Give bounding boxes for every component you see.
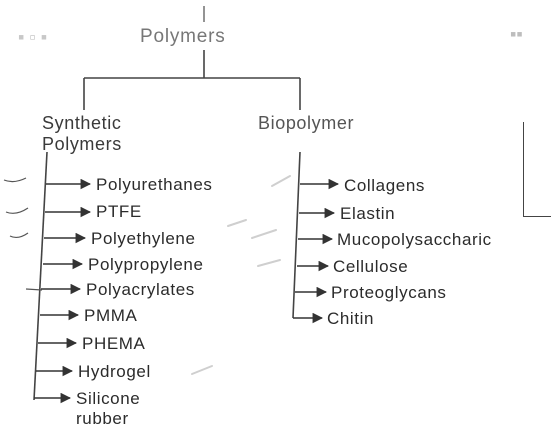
- synthetic-item-hydrogel: Hydrogel: [78, 362, 151, 381]
- faded-top-right-fragment: ▪▪: [510, 24, 523, 44]
- bio-spine: [292, 151, 301, 319]
- synthetic-item-rubber: rubber: [76, 409, 129, 428]
- bio-heading: Biopolymer: [258, 113, 355, 133]
- bio-item-cellulose: Cellulose: [333, 257, 409, 276]
- synthetic-item-pmma: PMMA: [84, 306, 138, 325]
- bio-item-mucopolysaccharic: Mucopolysaccharic: [337, 230, 492, 249]
- synthetic-heading-line1: Synthetic: [42, 113, 122, 133]
- margin-ticks: [3, 177, 43, 291]
- synthetic-item-phema: PHEMA: [82, 334, 146, 353]
- bio-item-collagens: Collagens: [344, 176, 426, 195]
- faded-top-left-fragment: ▪ ▫ ▪: [18, 27, 48, 47]
- diagram-title: Polymers: [140, 26, 226, 47]
- right-partial-frame: [523, 122, 551, 217]
- bio-item-proteoglycans: Proteoglycans: [331, 283, 447, 302]
- synthetic-spine: [33, 151, 48, 401]
- synthetic-arrows: [34, 178, 92, 404]
- synthetic-item-polyurethanes: Polyurethanes: [96, 175, 213, 194]
- bio-item-elastin: Elastin: [340, 204, 396, 223]
- synthetic-item-polypropylene: Polypropylene: [88, 255, 204, 274]
- synthetic-item-ptfe: PTFE: [96, 202, 142, 221]
- synthetic-item-silicone: Silicone: [76, 389, 141, 408]
- synthetic-item-polyacrylates: Polyacrylates: [86, 280, 195, 299]
- pencil-dashes: [191, 175, 291, 375]
- bio-arrows: [293, 178, 340, 324]
- synthetic-item-polyethylene: Polyethylene: [91, 229, 196, 248]
- bio-item-chitin: Chitin: [327, 309, 375, 328]
- synthetic-heading-line2: Polymers: [42, 134, 122, 154]
